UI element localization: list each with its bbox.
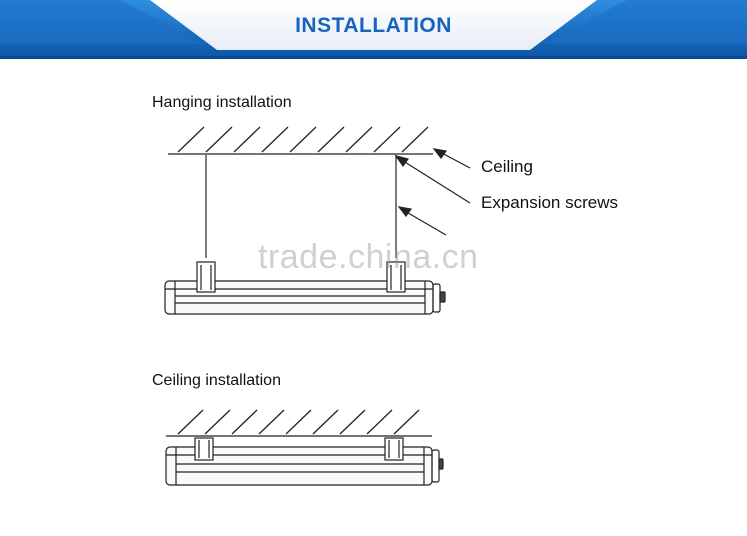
suspension-wires: [205, 155, 397, 258]
watermark-text: trade.china.cn: [258, 238, 479, 276]
hanging-installation-title: Hanging installation: [152, 94, 292, 111]
expansion-screws-callout-label: Expansion screws: [481, 193, 619, 212]
hanging-ceiling-hatch: [168, 126, 433, 155]
hanging-light-fixture: [164, 261, 446, 315]
header-banner: INSTALLATION: [0, 0, 747, 62]
ceiling-mounted-light-fixture: [165, 437, 444, 486]
callout-arrows: [394, 148, 471, 236]
ceiling-mount-hatch: [166, 409, 432, 437]
ceiling-installation-title: Ceiling installation: [152, 372, 281, 389]
ceiling-callout-label: Ceiling: [481, 157, 533, 176]
banner-background: [0, 0, 747, 59]
page-title: INSTALLATION: [295, 14, 452, 37]
